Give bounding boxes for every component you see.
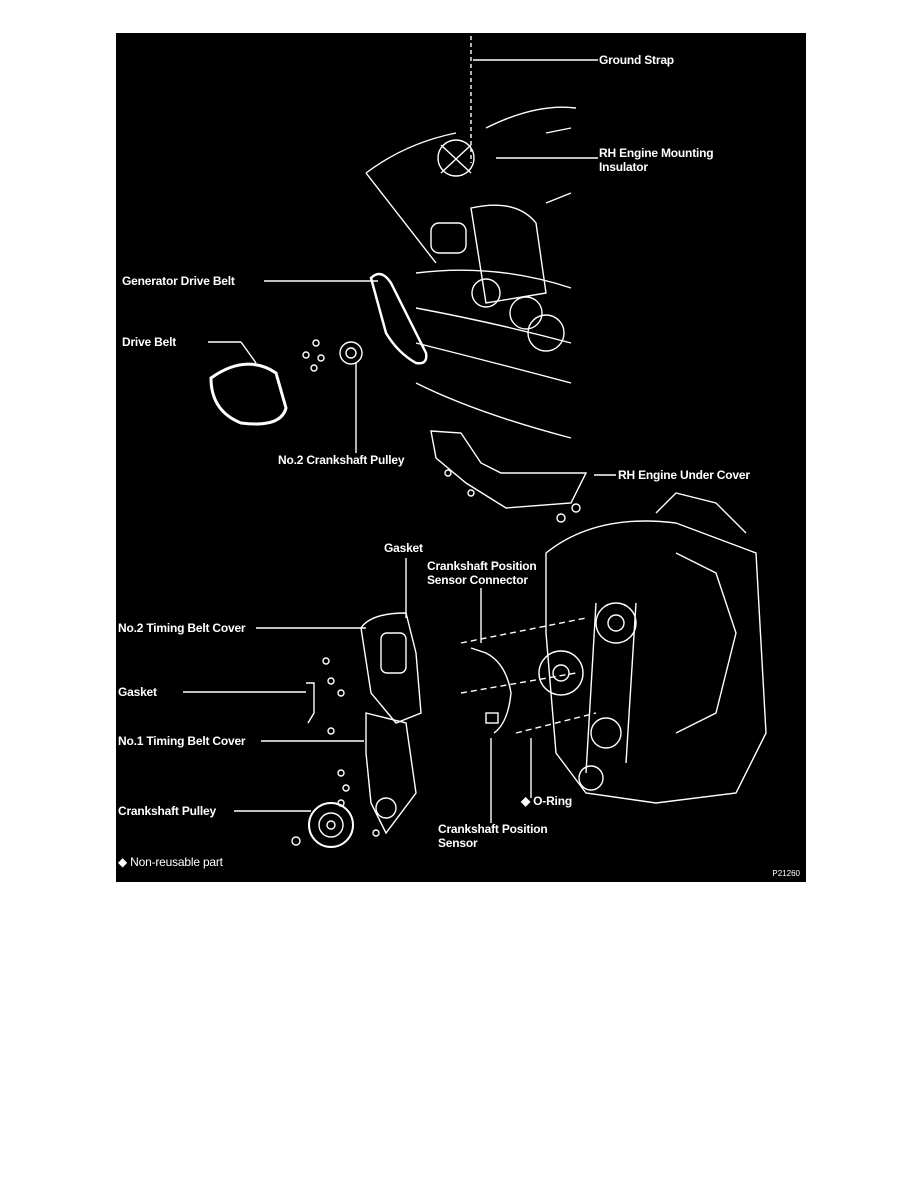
engine-upper-sketch: [365, 106, 577, 439]
label-ground-strap: Ground Strap: [599, 53, 674, 67]
label-drive-belt: Drive Belt: [122, 335, 177, 349]
exploded-parts-diagram: Ground Strap RH Engine Mounting Insulato…: [116, 33, 806, 882]
no2-crankshaft-pulley: [302, 339, 363, 372]
label-rh-engine-mounting-insulator-1: RH Engine Mounting: [599, 146, 714, 160]
leader-lines: [183, 36, 616, 823]
figure-code: P21260: [772, 869, 800, 878]
label-no2-crankshaft-pulley: No.2 Crankshaft Pulley: [278, 453, 405, 467]
crankshaft-position-sensor: [460, 617, 597, 734]
crankshaft-pulley: [291, 802, 354, 848]
label-no2-timing-belt-cover: No.2 Timing Belt Cover: [118, 621, 246, 635]
label-no1-timing-belt-cover: No.1 Timing Belt Cover: [118, 734, 246, 748]
legend-non-reusable-part: ◆ Non-reusable part: [118, 855, 223, 869]
generator-drive-belt: [369, 272, 428, 365]
engine-lower-sketch: [538, 492, 767, 804]
drive-belt: [209, 362, 288, 426]
label-rh-engine-under-cover: RH Engine Under Cover: [618, 468, 750, 482]
label-ckp-connector-1: Crankshaft Position: [427, 559, 537, 573]
label-ckp-sensor-1: Crankshaft Position: [438, 822, 548, 836]
label-gasket-top: Gasket: [384, 541, 423, 555]
label-crankshaft-pulley: Crankshaft Pulley: [118, 804, 216, 818]
rh-engine-under-cover: [430, 430, 588, 523]
label-gasket-left: Gasket: [118, 685, 157, 699]
label-generator-drive-belt: Generator Drive Belt: [122, 274, 235, 288]
label-o-ring: ◆ O-Ring: [521, 794, 572, 808]
timing-belt-covers: [306, 612, 422, 837]
label-ckp-sensor-2: Sensor: [438, 836, 478, 850]
label-rh-engine-mounting-insulator-2: Insulator: [599, 160, 648, 174]
label-ckp-connector-2: Sensor Connector: [427, 573, 528, 587]
diagram-linework: [183, 36, 767, 848]
